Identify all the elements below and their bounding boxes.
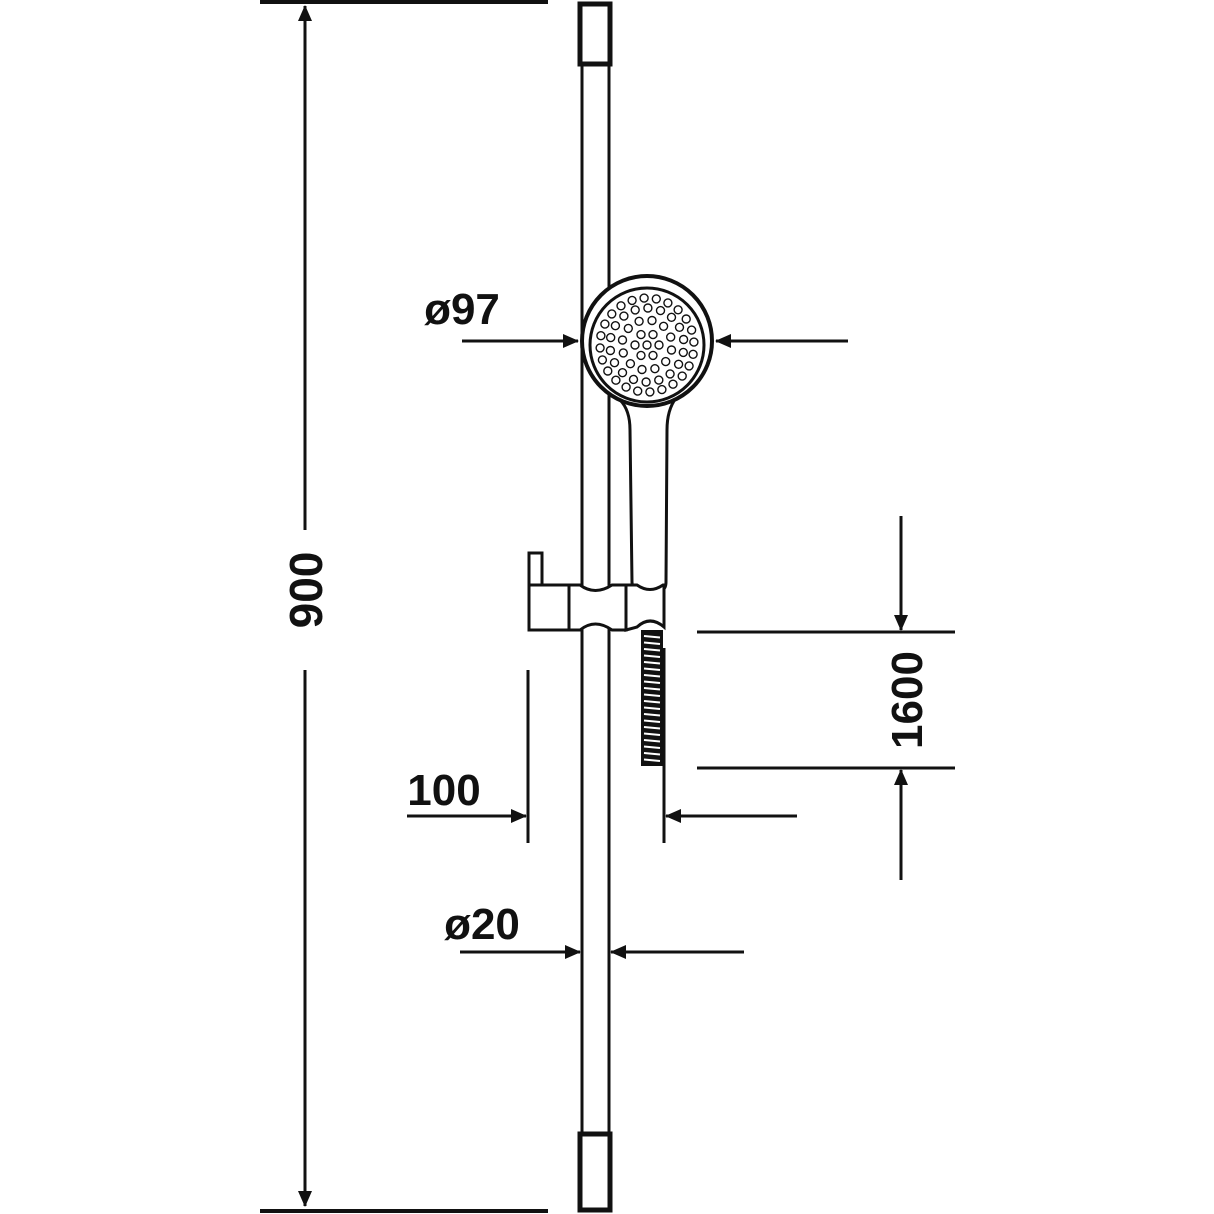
holder-left-block bbox=[527, 583, 571, 632]
dimension-hose-length bbox=[697, 516, 955, 880]
holder-hook bbox=[527, 551, 544, 587]
spray-nozzles bbox=[595, 293, 699, 397]
shower-hose bbox=[641, 630, 666, 843]
dimension-label-o20: ø20 bbox=[444, 900, 520, 949]
dimension-label-100: 100 bbox=[407, 766, 480, 815]
dimension-label-o97: ø97 bbox=[424, 285, 500, 334]
sliding-holder bbox=[527, 551, 666, 632]
holder-hose-socket bbox=[624, 583, 666, 632]
dimension-label-1600: 1600 bbox=[883, 651, 932, 749]
dimension-holder-offset bbox=[407, 670, 797, 843]
dimension-rail-length bbox=[260, 0, 548, 1213]
rail-bottom-cap bbox=[577, 1131, 613, 1213]
dimension-label-900: 900 bbox=[280, 552, 332, 629]
hand-shower bbox=[580, 274, 714, 592]
rail-top-cap bbox=[577, 1, 613, 67]
holder-rail-clamp bbox=[567, 583, 628, 632]
hand-shower-handle bbox=[618, 397, 678, 592]
